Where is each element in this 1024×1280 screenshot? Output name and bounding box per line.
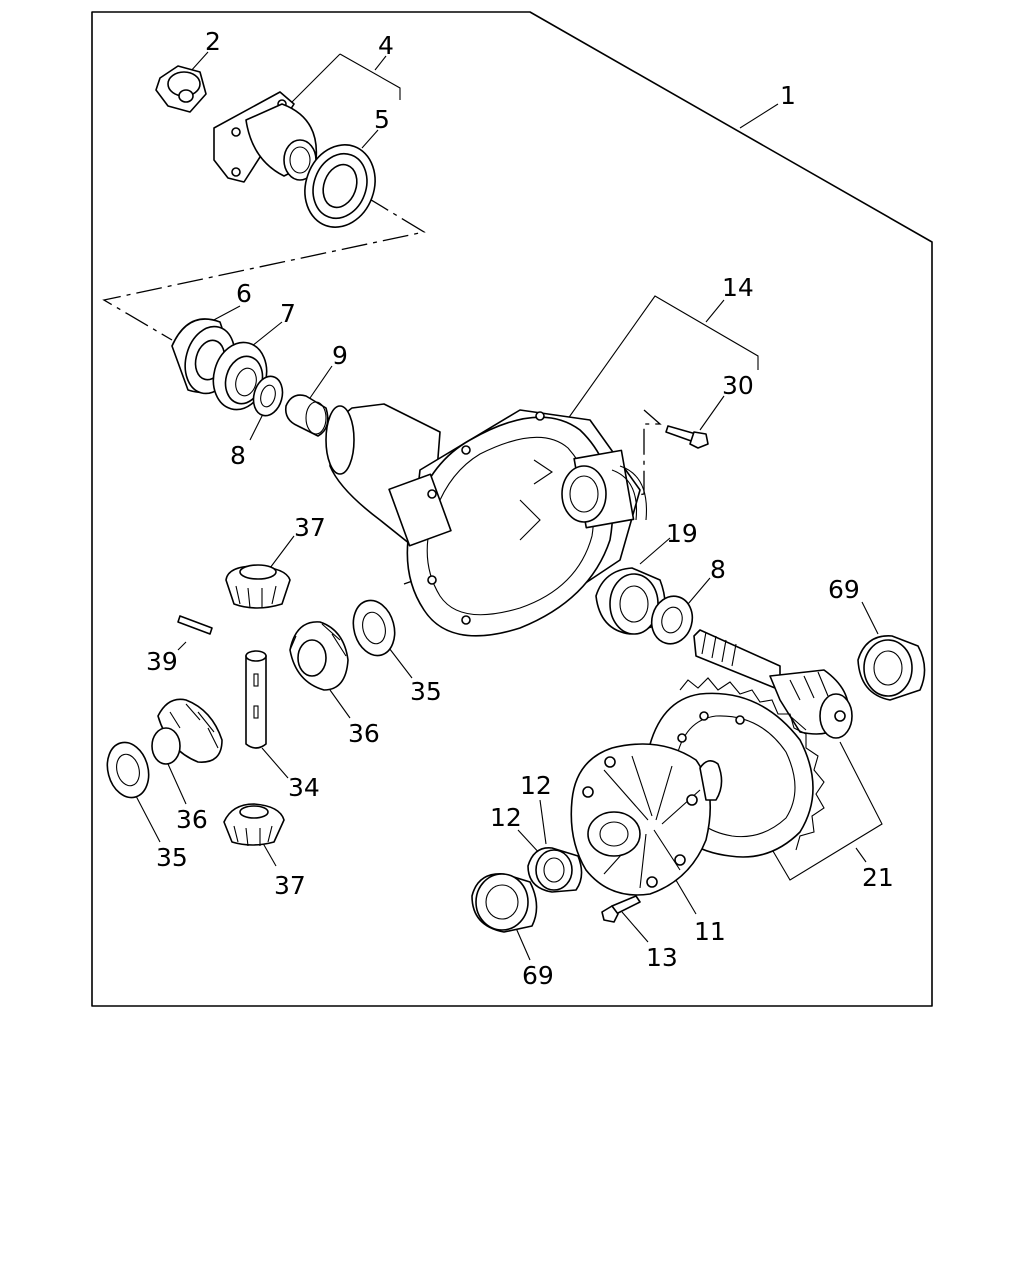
callout-8-upper: 8 — [230, 441, 246, 470]
leader-lines — [135, 51, 883, 961]
callout-2: 2 — [205, 27, 221, 56]
differential-shims — [527, 847, 583, 893]
callout-35-right: 35 — [410, 677, 442, 706]
callout-14: 14 — [722, 273, 754, 302]
callout-8-right: 8 — [710, 555, 726, 584]
callout-7: 7 — [280, 299, 296, 328]
callout-19: 19 — [666, 519, 698, 548]
nut — [155, 65, 207, 113]
callout-36-left: 36 — [176, 805, 208, 834]
carrier-bolt — [665, 425, 709, 449]
side-gear-upper — [225, 564, 291, 609]
callout-labels: 1 2 4 5 6 7 9 8 14 30 37 19 8 69 39 35 3… — [146, 27, 894, 990]
shim-washer-right — [650, 595, 694, 645]
callout-5: 5 — [374, 105, 390, 134]
thrust-washer-left — [106, 741, 150, 799]
callout-37-lower: 37 — [274, 871, 306, 900]
ring-gear-bolt — [601, 895, 641, 923]
shim-washer — [252, 375, 284, 417]
callout-30: 30 — [722, 371, 754, 400]
pinion-shaft — [245, 650, 267, 749]
callout-21: 21 — [862, 863, 894, 892]
carrier-housing — [325, 403, 648, 637]
callout-69-right: 69 — [828, 575, 860, 604]
callout-9: 9 — [332, 341, 348, 370]
oil-seal — [304, 144, 376, 228]
side-bearing-lower — [471, 873, 538, 933]
pinion-gear-left — [151, 698, 223, 765]
callout-39: 39 — [146, 647, 178, 676]
pinion-gear-right — [289, 621, 349, 691]
callout-12-lower: 12 — [490, 803, 522, 832]
diagram-frame — [91, 11, 933, 1007]
companion-flange — [213, 91, 318, 183]
callout-35-left: 35 — [156, 843, 188, 872]
callout-1: 1 — [780, 81, 796, 110]
callout-6: 6 — [236, 279, 252, 308]
callout-12-upper: 12 — [520, 771, 552, 800]
collapsible-spacer — [284, 394, 329, 437]
inner-bearing — [212, 341, 268, 411]
callout-34: 34 — [288, 773, 320, 802]
callout-36-right: 36 — [348, 719, 380, 748]
side-gear-lower — [223, 803, 285, 847]
pinion-bearing-right — [857, 635, 926, 701]
lock-pin — [177, 615, 213, 635]
callout-69-lower: 69 — [522, 961, 554, 990]
callout-11: 11 — [694, 917, 726, 946]
callout-37-upper: 37 — [294, 513, 326, 542]
thrust-washer-right — [352, 599, 396, 657]
drive-pinion — [693, 629, 853, 739]
callout-4: 4 — [378, 31, 394, 60]
differential-case — [570, 743, 723, 896]
callout-13: 13 — [646, 943, 678, 972]
